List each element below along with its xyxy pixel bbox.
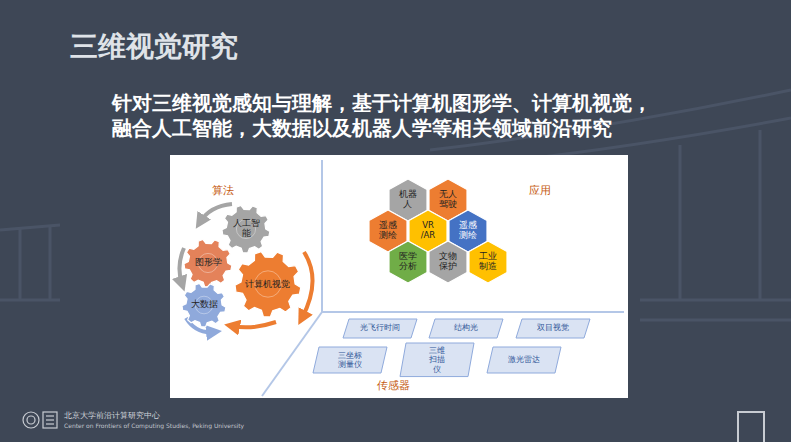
axis-label: 传感器 bbox=[377, 378, 410, 393]
node-shape bbox=[516, 319, 590, 338]
node-label: 光飞行时间 bbox=[356, 323, 404, 332]
node-shape bbox=[429, 241, 467, 283]
gear-node: 图形学 bbox=[184, 239, 232, 287]
node-label: 结构光 bbox=[442, 323, 490, 332]
node-label: 激光雷达 bbox=[500, 355, 548, 364]
node-shape bbox=[184, 240, 232, 287]
sensor-box: 激光雷达 bbox=[487, 347, 561, 373]
gear-node: 计算机视觉 bbox=[235, 251, 301, 317]
subtitle-line: 针对三维视觉感知与理解，基于计算机图形学、计算机视觉， bbox=[112, 90, 652, 117]
node-label: 工业 制造 bbox=[478, 252, 498, 272]
node-label: 遥感 测绘 bbox=[378, 221, 398, 241]
node-label: 人工智能 bbox=[228, 219, 264, 239]
gear-node: 大数据 bbox=[182, 283, 226, 327]
slide-title: 三维视觉研究 bbox=[70, 28, 238, 66]
cycle-arrows bbox=[179, 204, 312, 332]
node-shape bbox=[469, 241, 507, 283]
node-shape bbox=[487, 347, 561, 373]
axis-label: 应用 bbox=[529, 183, 551, 198]
node-label: 双目视觉 bbox=[529, 323, 577, 332]
sensor-box: 结构光 bbox=[429, 319, 503, 338]
footer-logo bbox=[23, 412, 57, 428]
node-label: 遥感 测绘 bbox=[458, 221, 478, 241]
node-label: VR /AR bbox=[418, 221, 438, 241]
node-label: 无人 驾驶 bbox=[438, 190, 458, 210]
node-label: 大数据 bbox=[190, 300, 217, 310]
sensor-box: 光飞行时间 bbox=[343, 319, 417, 338]
gear-node: 人工智能 bbox=[222, 205, 270, 253]
node-label: 计算机视觉 bbox=[245, 279, 292, 289]
sensor-box: 三维 扫描仪 bbox=[400, 343, 474, 377]
node-shape bbox=[313, 347, 387, 373]
footer-org-en: Center on Frontiers of Computing Studies… bbox=[64, 422, 244, 429]
node-shape bbox=[400, 343, 474, 377]
node-label: 文物 保护 bbox=[438, 252, 458, 272]
node-shape bbox=[343, 319, 417, 338]
node-shape bbox=[222, 206, 270, 253]
node-label: 三维 扫描仪 bbox=[428, 346, 446, 374]
figure-panel bbox=[170, 155, 628, 398]
node-label: 图形学 bbox=[194, 258, 221, 268]
sensor-box: 双目视觉 bbox=[516, 319, 590, 338]
axis-label: 算法 bbox=[212, 183, 234, 198]
node-label: 机器 人 bbox=[398, 190, 418, 210]
node-label: 三坐标 测量仪 bbox=[337, 351, 363, 369]
hexagon-node: 医学 分析 bbox=[389, 241, 427, 283]
node-shape bbox=[235, 252, 301, 317]
node-shape bbox=[182, 283, 226, 326]
axes bbox=[262, 160, 624, 396]
hexagon-node: 文物 保护 bbox=[429, 241, 467, 283]
footer-org: 北京大学前沿计算研究中心 bbox=[64, 410, 160, 421]
node-label: 医学 分析 bbox=[398, 252, 418, 272]
corner-bracket bbox=[738, 412, 764, 442]
hexagon-node: 工业 制造 bbox=[469, 241, 507, 283]
sensor-box: 三坐标 测量仪 bbox=[313, 347, 387, 373]
node-shape bbox=[389, 241, 427, 283]
node-shape bbox=[429, 319, 503, 338]
subtitle-line: 融合人工智能，大数据以及机器人学等相关领域前沿研究 bbox=[112, 115, 612, 142]
